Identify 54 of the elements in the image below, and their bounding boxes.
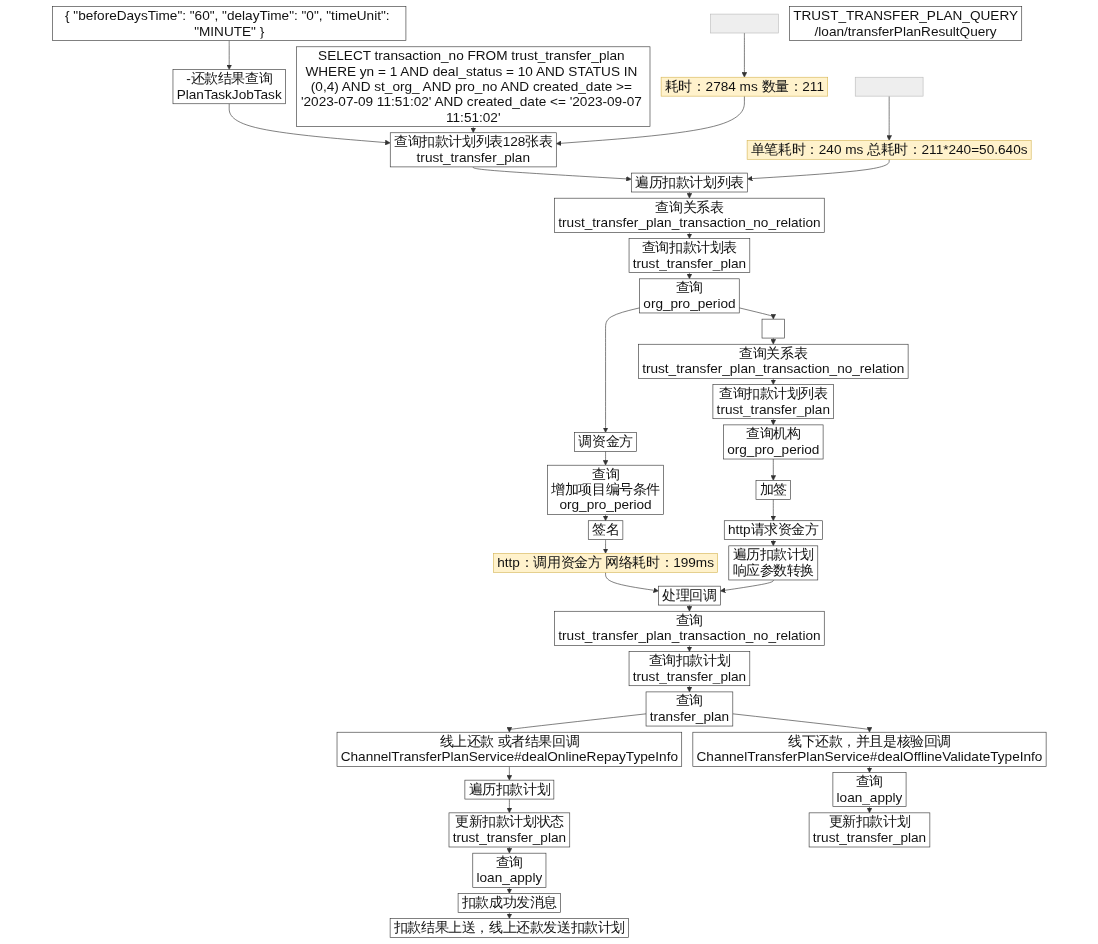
node-box: SELECT transaction_no FROM trust_transfer_plan WHERE yn = 1 AND deal_status = 10 AND STATUS IN (0,4) AND st_org_ AND pro_no AND created_date >= '2023-07-09 11:51:02' AND created_date <= '2023-09-07 11:51:02' [295,46,650,127]
node-box: -还款结果查询 PlanTaskJobTask [172,69,286,105]
arrow [770,418,776,426]
node-box: 查询扣款计划列表 trust_transfer_plan [712,384,834,419]
arrow [470,126,476,133]
arrow [770,337,776,345]
node-box: 扣款成功发消息 [457,893,561,913]
node-box: 查询关系表 trust_transfer_plan_transaction_no_relation [637,343,909,379]
node-box: 遍历扣款计划 [464,779,554,800]
node-box: 查询 loan_apply [832,772,907,807]
node-box: 扣款结果上送，线上还款发送扣款计划 [389,918,629,938]
node-box: 查询扣款计划表 trust_transfer_plan [628,238,750,273]
arrow [686,232,692,239]
node-box: TRUST_TRANSFER_PLAN_QUERY /loan/transferPlanResultQuery [788,6,1022,41]
arrow [686,685,692,693]
node-box: 单笔耗时：240 ms 总耗时：211*240=50.640s [746,140,1032,160]
node-box: 查询 loan_apply [472,852,546,888]
node-box: 查询扣款计划 trust_transfer_plan [628,651,750,687]
node-picture [854,76,924,97]
arrow [686,604,692,612]
node-box: 查询 transfer_plan [645,691,733,727]
node-box: 更新扣款计划状态 trust_transfer_plan [448,812,570,848]
node-box: 查询机构 org_pro_period [722,424,824,460]
node-box: 查询 org_pro_period [639,278,740,314]
arrow [602,514,608,521]
node-box: 加签 [755,480,791,500]
node-box: 处理回调 [657,585,721,606]
arrow [770,378,776,385]
node-box: 遍历扣款计划 响应参数转换 [728,545,818,581]
node-picture [709,13,779,34]
arrow [506,846,512,854]
arrow [506,887,512,894]
node-box: 查询关系表 trust_transfer_plan_transaction_no_relation [554,197,825,233]
arrow [686,645,692,652]
arrow [686,191,692,199]
node-box: { "beforeDaysTime": "60", "delayTime": "0", "timeUnit": "MINUTE" } [51,6,406,41]
node-box: 线上还款 或者结果回调 ChannelTransferPlanService#dealOnlineRepayTypeInfo [336,731,682,767]
node-box [761,318,785,339]
node-box: 调资金方 [574,432,637,452]
node-box: 遍历扣款计划列表 [630,172,748,193]
node-box: 更新扣款计划 trust_transfer_plan [808,812,930,848]
node-box: http请求资金方 [723,520,823,540]
arrow [770,539,776,547]
node-box: 签名 [587,520,623,540]
node-box: 查询 增加项目编号条件 org_pro_period [546,464,664,515]
node-box: 线下还款，并且是核验回调 ChannelTransferPlanService#dealOfflineValidateTypeInfo [692,731,1047,767]
arrow [866,806,872,814]
arrow [506,912,512,919]
node-box: http：调用资金方 网络耗时：199ms [492,553,718,573]
arrow [866,766,872,773]
node-box: 查询扣款计划列表128张表 trust_transfer_plan [389,132,557,168]
arrow [686,272,692,280]
node-box: 耗时：2784 ms 数量：211 [660,76,828,97]
node-box: 查询 trust_transfer_plan_transaction_no_relation [554,610,825,646]
